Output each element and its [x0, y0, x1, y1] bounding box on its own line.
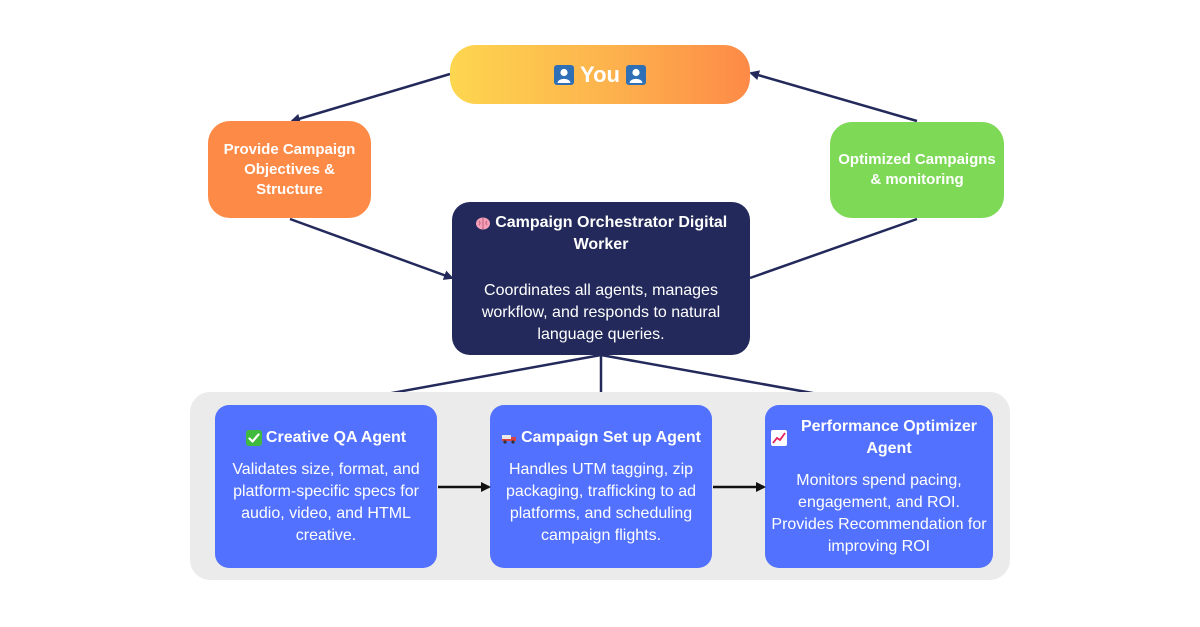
truck-icon — [501, 430, 517, 446]
creative-qa-agent-card: Creative QA Agent Validates size, format… — [215, 405, 437, 568]
objectives-node: Provide Campaign Objectives & Structure — [208, 121, 371, 218]
objectives-label: Provide Campaign Objectives & Structure — [223, 140, 356, 198]
arrow-objectives-to-orchestrator — [289, 217, 454, 280]
you-label: You — [580, 61, 620, 87]
performance-optimizer-agent-title-row: Performance Optimizer Agent — [771, 416, 987, 460]
arrow-optimized-to-you — [749, 70, 918, 123]
performance-optimizer-agent-title: Performance Optimizer Agent — [800, 417, 978, 457]
orchestrator-title: Campaign Orchestrator Digital Worker — [495, 214, 728, 253]
campaign-setup-agent-card: Campaign Set up Agent Handles UTM taggin… — [490, 405, 712, 568]
creative-qa-agent-title-row: Creative QA Agent — [245, 427, 407, 449]
chart-increasing-icon — [771, 429, 787, 446]
performance-optimizer-agent-card: Performance Optimizer Agent Monitors spe… — [765, 405, 993, 568]
orchestrator-title-row: Campaign Orchestrator Digital Worker — [464, 212, 738, 256]
optimized-node: Optimized Campaigns & monitoring — [830, 122, 1004, 218]
arrow-you-to-objectives — [290, 72, 451, 124]
line-orchestrator-to-optimized — [749, 217, 918, 280]
person-icon — [554, 64, 575, 85]
orchestrator-node: Campaign Orchestrator Digital Worker Coo… — [452, 202, 750, 355]
performance-optimizer-agent-description: Monitors spend pacing, engagement, and R… — [771, 471, 987, 555]
brain-icon — [475, 215, 491, 231]
campaign-setup-agent-description: Handles UTM tagging, zip packaging, traf… — [505, 460, 697, 544]
you-node: You — [450, 45, 750, 104]
check-mark-icon — [245, 429, 262, 446]
campaign-setup-agent-title: Campaign Set up Agent — [521, 428, 701, 446]
orchestrator-description: Coordinates all agents, manages workflow… — [481, 282, 721, 343]
creative-qa-agent-title: Creative QA Agent — [265, 428, 407, 446]
creative-qa-agent-description: Validates size, format, and platform-spe… — [232, 460, 420, 544]
person-icon — [625, 64, 646, 85]
optimized-label: Optimized Campaigns & monitoring — [838, 151, 996, 188]
campaign-setup-agent-title-row: Campaign Set up Agent — [501, 427, 701, 449]
